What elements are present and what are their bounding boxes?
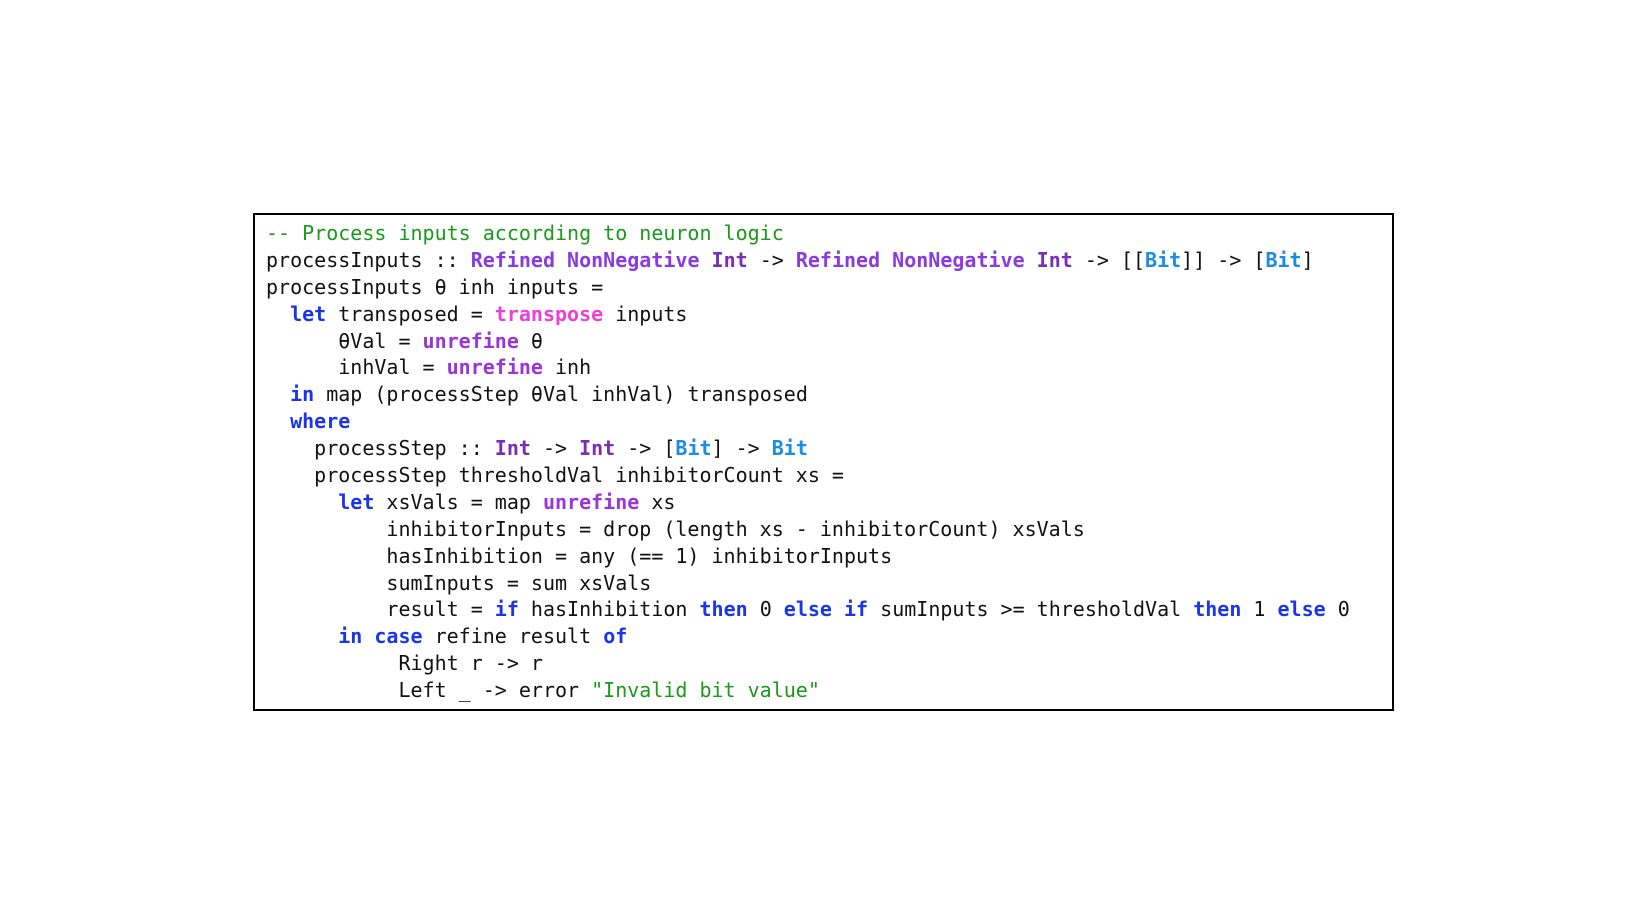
code-token-keyword: case <box>374 624 423 649</box>
code-token-keyword: if <box>494 597 519 622</box>
code-token-typetwo: Int <box>1036 247 1073 272</box>
code-token-typetwo: Int <box>579 436 616 461</box>
code-token-plain: transposed = <box>326 301 495 326</box>
code-line: Right r -> r <box>266 650 1392 677</box>
code-token-plain: xs <box>639 489 676 514</box>
code-token-plain: processStep :: <box>266 436 495 461</box>
code-token-plain: processInputs :: <box>266 247 471 272</box>
code-token-bit: Bit <box>771 436 808 461</box>
code-line: where <box>266 408 1392 435</box>
code-token-plain: 0 <box>1325 597 1350 622</box>
code-token-plain: Right r -> r <box>266 651 543 676</box>
code-token-plain <box>266 409 290 433</box>
code-token-plain: 1 <box>1241 597 1278 622</box>
code-token-keyword: in <box>338 624 363 649</box>
code-line: in case refine result of <box>266 623 1392 650</box>
code-token-plain <box>1025 248 1037 272</box>
code-token-keyword: where <box>290 409 351 434</box>
code-token-keyword: if <box>844 597 869 622</box>
code-token-plain: ] <box>1301 247 1314 272</box>
code-token-plain <box>699 248 711 272</box>
code-token-plain: hasInhibition = any (== 1) inhibitorInpu… <box>266 543 893 568</box>
code-token-plain: refine result <box>422 624 604 649</box>
code-token-plain: inh <box>542 355 592 380</box>
code-token-plain: -> <box>747 247 796 272</box>
code-token-string: "Invalid bit value" <box>591 678 820 703</box>
code-token-keyword: let <box>290 301 327 326</box>
code-token-keyword: else <box>1277 597 1326 622</box>
code-token-plain: θVal = <box>266 328 423 353</box>
code-token-plain: -> [ <box>615 436 676 461</box>
code-token-plain: sumInputs = sum xsVals <box>266 570 652 595</box>
code-token-typetwo: Int <box>711 247 748 272</box>
code-token-keyword: else <box>783 597 832 622</box>
code-token-plain <box>266 490 338 514</box>
code-token-typetwo: Int <box>494 436 531 461</box>
code-token-builtin: unrefine <box>542 489 640 514</box>
code-token-plain: Left _ -> error <box>266 678 592 703</box>
code-token-keyword: in <box>290 382 315 407</box>
code-block: -- Process inputs according to neuron lo… <box>253 213 1394 711</box>
code-token-keyword: let <box>338 489 375 514</box>
code-token-plain <box>266 302 290 326</box>
code-line: processStep :: Int -> Int -> [Bit] -> Bi… <box>266 435 1392 462</box>
code-token-plain: sumInputs >= thresholdVal <box>868 597 1194 622</box>
code-token-plain: -> [[ <box>1072 247 1146 272</box>
code-token-func: transpose <box>494 301 604 326</box>
code-line: result = if hasInhibition then 0 else if… <box>266 596 1392 623</box>
code-line: in map (processStep θVal inhVal) transpo… <box>266 381 1392 408</box>
code-token-keyword: of <box>603 624 628 649</box>
code-token-type: Refined NonNegative <box>470 247 700 272</box>
code-line: processInputs θ inh inputs = <box>266 274 1392 301</box>
code-line: processInputs :: Refined NonNegative Int… <box>266 247 1392 274</box>
code-token-bit: Bit <box>675 436 712 461</box>
code-token-plain <box>832 597 844 621</box>
code-token-plain <box>266 382 290 406</box>
code-line: let xsVals = map unrefine xs <box>266 489 1392 516</box>
code-token-bit: Bit <box>1265 247 1302 272</box>
code-token-builtin: unrefine <box>446 355 543 380</box>
code-line: inhVal = unrefine inh <box>266 354 1392 381</box>
code-token-keyword: then <box>1193 597 1242 622</box>
code-token-plain: processStep thresholdVal inhibitorCount … <box>266 463 844 488</box>
code-token-comment: -- Process inputs according to neuron lo… <box>266 221 784 245</box>
code-line: hasInhibition = any (== 1) inhibitorInpu… <box>266 543 1392 570</box>
code-line: sumInputs = sum xsVals <box>266 570 1392 597</box>
code-token-plain: inhibitorInputs = drop (length xs - inhi… <box>266 516 1085 541</box>
code-line: θVal = unrefine θ <box>266 328 1392 355</box>
code-token-plain: xsVals = map <box>374 489 543 514</box>
code-token-builtin: unrefine <box>422 328 519 353</box>
code-token-plain: map (processStep θVal inhVal) transposed <box>314 382 808 407</box>
code-token-plain: result = <box>266 597 495 622</box>
code-line: let transposed = transpose inputs <box>266 301 1392 328</box>
code-token-type: Refined NonNegative <box>795 247 1025 272</box>
code-token-plain <box>266 624 338 648</box>
code-token-plain: -> <box>530 436 580 461</box>
code-token-plain: θ <box>518 328 543 353</box>
code-token-plain <box>362 624 374 648</box>
code-listing: -- Process inputs according to neuron lo… <box>266 220 1392 704</box>
code-token-plain: processInputs θ inh inputs = <box>266 274 604 299</box>
code-token-plain: 0 <box>747 597 784 622</box>
code-token-plain: ]] -> [ <box>1181 247 1266 272</box>
code-token-plain: hasInhibition <box>518 597 700 622</box>
code-token-bit: Bit <box>1145 247 1182 272</box>
code-line: processStep thresholdVal inhibitorCount … <box>266 462 1392 489</box>
code-token-plain: ] -> <box>711 436 772 461</box>
code-token-plain: inputs <box>603 301 688 326</box>
code-token-plain: inhVal = <box>266 355 447 380</box>
code-line: Left _ -> error "Invalid bit value" <box>266 677 1392 704</box>
code-line: -- Process inputs according to neuron lo… <box>266 220 1392 247</box>
code-token-keyword: then <box>699 597 748 622</box>
code-line: inhibitorInputs = drop (length xs - inhi… <box>266 516 1392 543</box>
